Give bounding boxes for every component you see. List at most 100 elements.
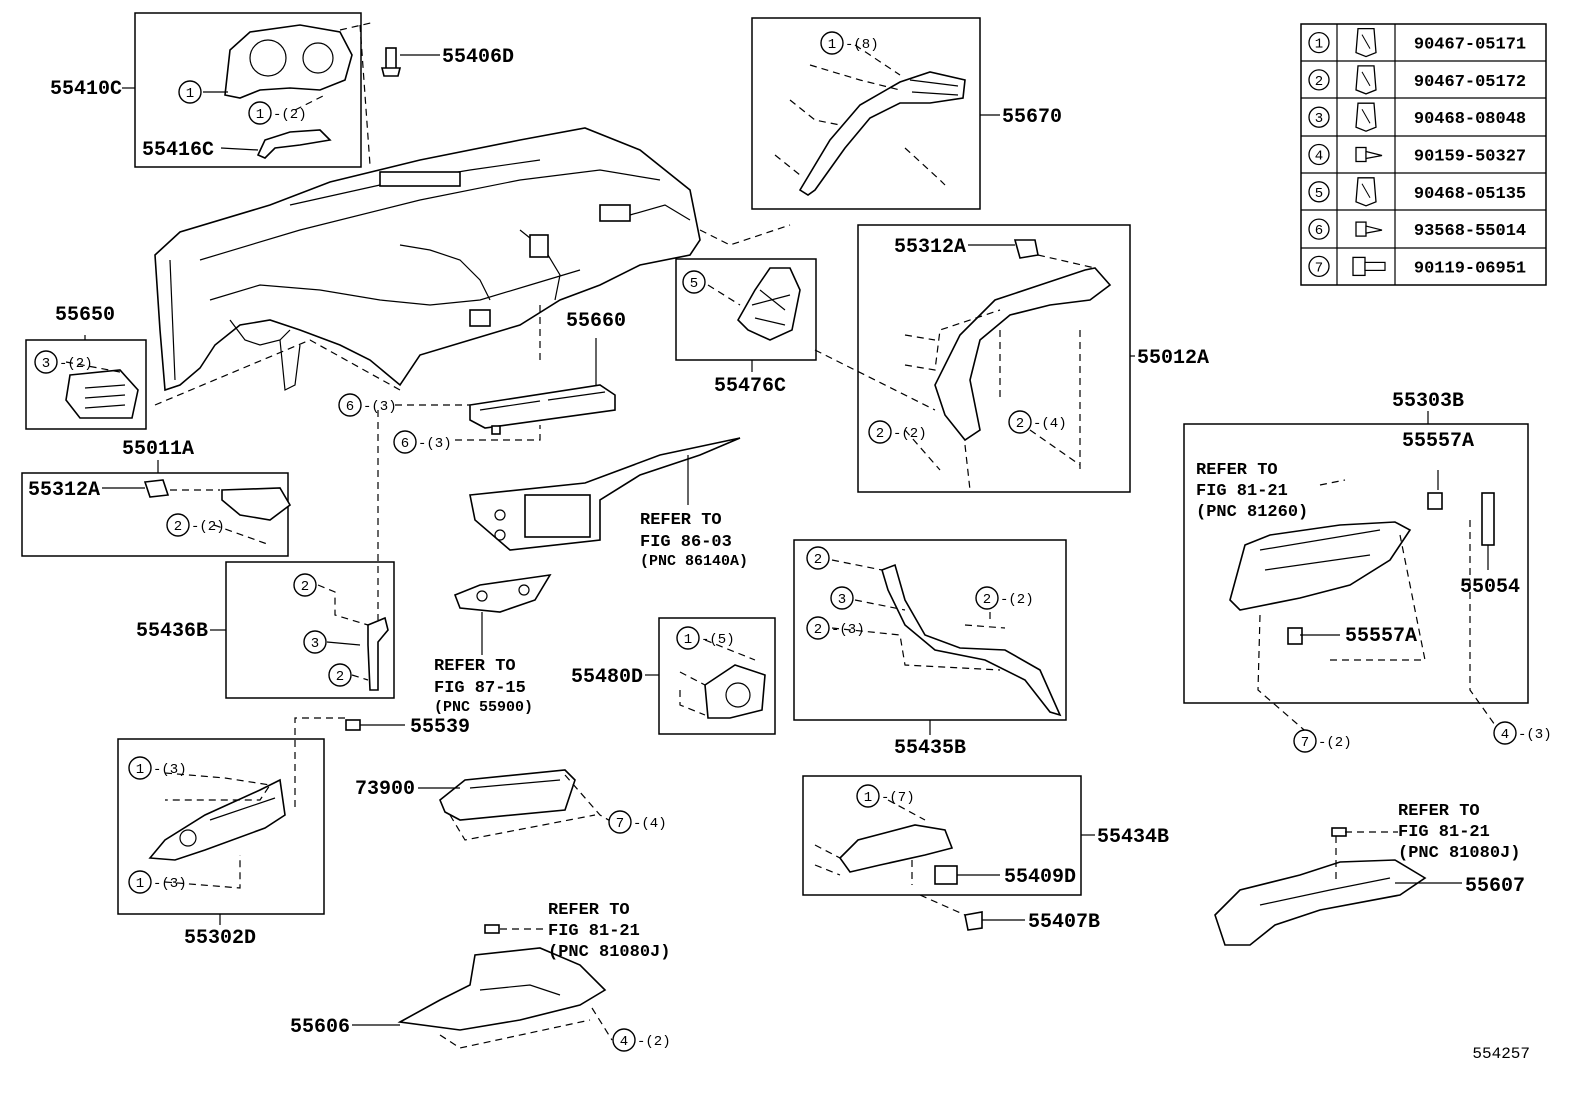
callout-qty: -(2) — [1000, 592, 1034, 608]
label-55557A-top: 55557A — [1402, 430, 1474, 453]
callout-qty: -(3) — [418, 436, 452, 452]
trim-55012A-drawing — [934, 239, 1112, 442]
clip-icon — [1355, 102, 1377, 132]
leader-55011A-dash — [170, 489, 271, 546]
box-55011A — [21, 472, 289, 557]
leader-hood-b — [294, 94, 326, 111]
leader-302a — [164, 772, 272, 801]
label-55012A: 55012A — [1137, 347, 1209, 370]
callout-number: 1 — [186, 86, 194, 102]
label-55303B: 55303B — [1392, 390, 1464, 413]
callout-c1_302a: 1-(3) — [128, 756, 187, 780]
label-55670: 55670 — [1002, 106, 1062, 129]
label-73900: 73900 — [355, 778, 415, 801]
svg-text:REFER TO: REFER TO — [1196, 461, 1278, 480]
label-55312A-left: 55312A — [28, 479, 100, 502]
callout-number: 3 — [42, 356, 50, 372]
leader-55670-dash — [774, 44, 946, 186]
fastener-number: 6 — [1315, 223, 1323, 239]
callout-c2_436b: 2 — [328, 663, 352, 687]
callout-number: 2 — [814, 622, 822, 638]
callout-number: 1 — [136, 876, 144, 892]
audio-panel-drawing — [469, 437, 741, 551]
callout-c2_012a: 2 -(2) — [868, 420, 927, 444]
svg-text:(PNC 86140A): (PNC 86140A) — [640, 553, 748, 570]
leader-476a — [707, 284, 741, 306]
callout-number: 1 — [684, 632, 692, 648]
svg-text:(PNC 81080J): (PNC 81080J) — [1398, 844, 1520, 863]
svg-text:REFER TO: REFER TO — [548, 901, 630, 920]
leader-55416C — [220, 147, 259, 151]
fastener-part-number: 90119-06951 — [1414, 259, 1526, 278]
fastener-part-number: 90159-50327 — [1414, 148, 1526, 167]
callout-c6_a: 6-(3) — [338, 393, 397, 417]
svg-text:REFER TO: REFER TO — [434, 657, 516, 676]
callout-number: 2 — [876, 426, 884, 442]
callout-c7_739: 7-(4) — [608, 810, 667, 834]
refer-note-fig81-lower: REFER TO FIG 81-21 (PNC 81080J) — [548, 901, 670, 962]
label-55480D: 55480D — [571, 666, 643, 689]
bracket-55480D-drawing — [704, 664, 766, 719]
leader-436b — [326, 641, 361, 646]
leader-55606-dash — [439, 928, 613, 1049]
leader-dash-2 — [699, 224, 791, 246]
callout-c1_670: 1-(8) — [820, 31, 879, 55]
leader-55434B-dash — [814, 799, 966, 916]
leader-73900-dash — [449, 774, 613, 841]
svg-text:REFER TO: REFER TO — [640, 511, 722, 530]
label-55660: 55660 — [566, 310, 626, 333]
callout-number: 2 — [336, 669, 344, 685]
callout-qty: -(2) — [893, 426, 927, 442]
part-labels: 55410C 55406D 55416C 55650 55011A 55312A… — [28, 46, 1530, 1063]
callout-c2_435c: 2-(2) — [975, 586, 1034, 610]
fastener-number: 1 — [1315, 37, 1323, 53]
callout-c7_303: 7-(2) — [1293, 729, 1352, 753]
label-55312A-right: 55312A — [894, 236, 966, 259]
callout-c1_434: 1-(7) — [856, 784, 915, 808]
callout-qty: -(7) — [881, 790, 915, 806]
label-55650: 55650 — [55, 304, 115, 327]
label-55435B: 55435B — [894, 737, 966, 760]
callout-c1_480: 1 -(5) — [676, 626, 735, 650]
box-55410C — [134, 12, 362, 168]
screw-icon — [1355, 221, 1383, 237]
callout-number: 4 — [1501, 727, 1509, 743]
callout-c2_435b: 2-(3) — [806, 616, 865, 640]
figure-number: 554257 — [1472, 1045, 1530, 1063]
fastener-part-number: 90467-05171 — [1414, 36, 1526, 55]
trim-55435B-drawing — [881, 563, 1062, 717]
trim-55434B-drawing — [838, 824, 958, 885]
callout-qty: -(5) — [701, 632, 735, 648]
callout-c1_cluster: 1 — [178, 80, 202, 104]
climate-panel-drawing — [453, 573, 552, 613]
fastener-part-number: 90468-08048 — [1414, 110, 1526, 129]
svg-text:FIG 81-21: FIG 81-21 — [548, 922, 640, 941]
label-55436B: 55436B — [136, 620, 208, 643]
fastener-55406D-drawing — [380, 47, 402, 77]
refer-note-fig81-right: REFER TO FIG 81-21 (PNC 81080J) — [1398, 802, 1520, 863]
label-55416C: 55416C — [142, 139, 214, 162]
callout-c3_436: 3 — [303, 630, 327, 654]
callout-number: 7 — [616, 816, 624, 832]
clip-icon — [1355, 27, 1377, 58]
label-55434B: 55434B — [1097, 826, 1169, 849]
label-55407B: 55407B — [1028, 911, 1100, 934]
center-vent-drawing — [469, 384, 616, 435]
trim-55436B-drawing — [367, 616, 389, 691]
callout-number: 3 — [838, 592, 846, 608]
box-55670 — [751, 17, 981, 210]
callout-c3_vent: 3-(2) — [34, 350, 93, 374]
callout-qty: -(8) — [845, 37, 879, 53]
leader-302b — [164, 855, 241, 889]
leader-55539-dash — [294, 717, 345, 810]
label-55406D: 55406D — [442, 46, 514, 69]
leader-hood-a — [339, 21, 376, 31]
label-55054: 55054 — [1460, 576, 1520, 599]
fastener-row-1: 1 90467-05171 — [1308, 27, 1526, 58]
svg-text:(PNC 81260): (PNC 81260) — [1196, 503, 1308, 522]
callout-number: 4 — [620, 1034, 628, 1050]
